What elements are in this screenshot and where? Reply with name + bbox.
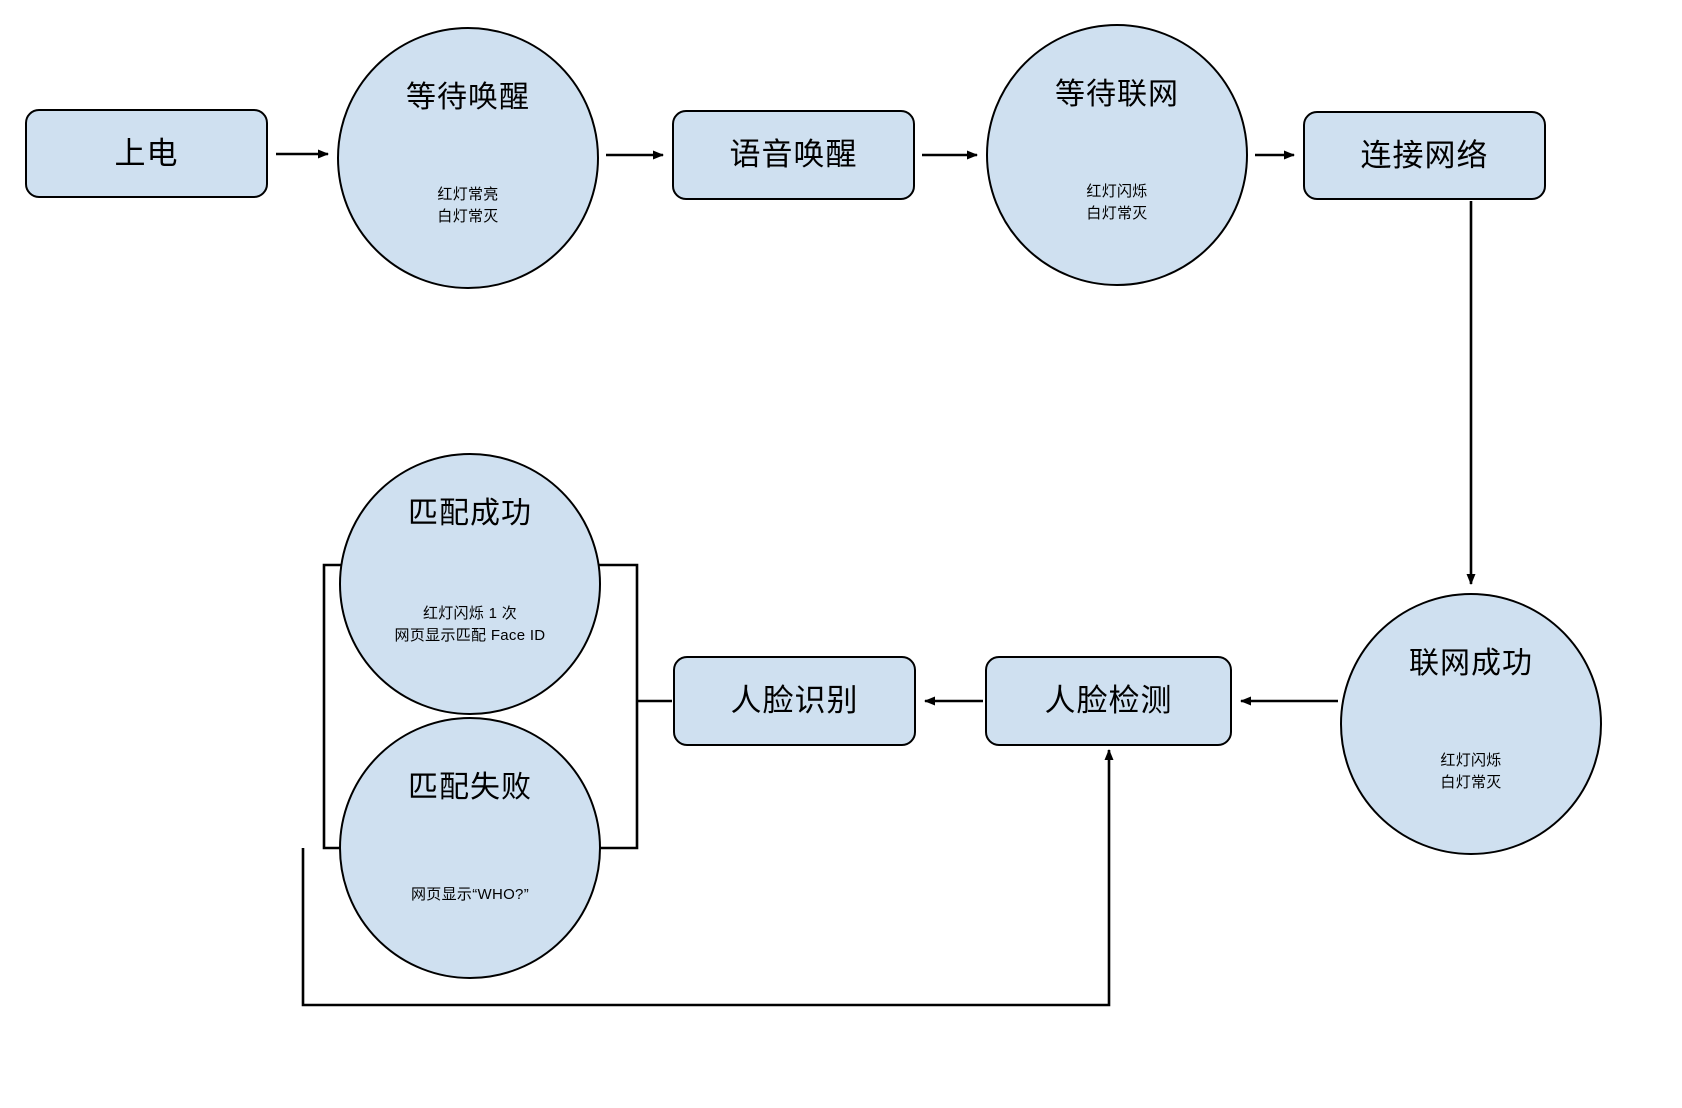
node-subtext-await-wake: 红灯常亮 白灯常灭 [437,186,499,225]
node-title-await-wake: 等待唤醒 [406,81,530,114]
node-title-match-fail: 匹配失败 [408,771,532,804]
node-await-wake[interactable]: 等待唤醒红灯常亮 白灯常灭 [337,27,599,289]
node-subtext-await-network: 红灯闪烁 白灯常灭 [1086,183,1148,222]
node-subtext-network-success: 红灯闪烁 白灯常灭 [1440,752,1502,791]
node-face-detect[interactable]: 人脸检测 [985,656,1232,746]
edge-match-fail-loop-to-face-detect [301,749,1114,1007]
node-title-face-recognize: 人脸识别 [730,683,859,719]
node-await-network[interactable]: 等待联网红灯闪烁 白灯常灭 [986,24,1248,286]
node-voice-wake[interactable]: 语音唤醒 [672,110,915,200]
node-match-fail[interactable]: 匹配失败网页显示“WHO?” [339,717,601,979]
node-subtext-match-success: 红灯闪烁 1 次 网页显示匹配 Face ID [394,605,546,644]
node-title-await-network: 等待联网 [1055,78,1179,111]
node-title-face-detect: 人脸检测 [1044,683,1173,719]
node-face-recognize[interactable]: 人脸识别 [673,656,916,746]
node-match-success[interactable]: 匹配成功红灯闪烁 1 次 网页显示匹配 Face ID [339,453,601,715]
node-network-success[interactable]: 联网成功红灯闪烁 白灯常灭 [1340,593,1602,855]
edge-face-recognize-to-match [322,563,672,850]
node-power-on[interactable]: 上电 [25,109,268,198]
node-subtext-match-fail: 网页显示“WHO?” [411,886,529,903]
node-title-connect-network: 连接网络 [1360,137,1489,173]
node-title-match-success: 匹配成功 [408,497,532,530]
node-connect-network[interactable]: 连接网络 [1303,111,1546,200]
node-title-voice-wake: 语音唤醒 [729,137,858,173]
node-title-power-on: 上电 [114,135,179,171]
node-title-network-success: 联网成功 [1409,647,1533,680]
